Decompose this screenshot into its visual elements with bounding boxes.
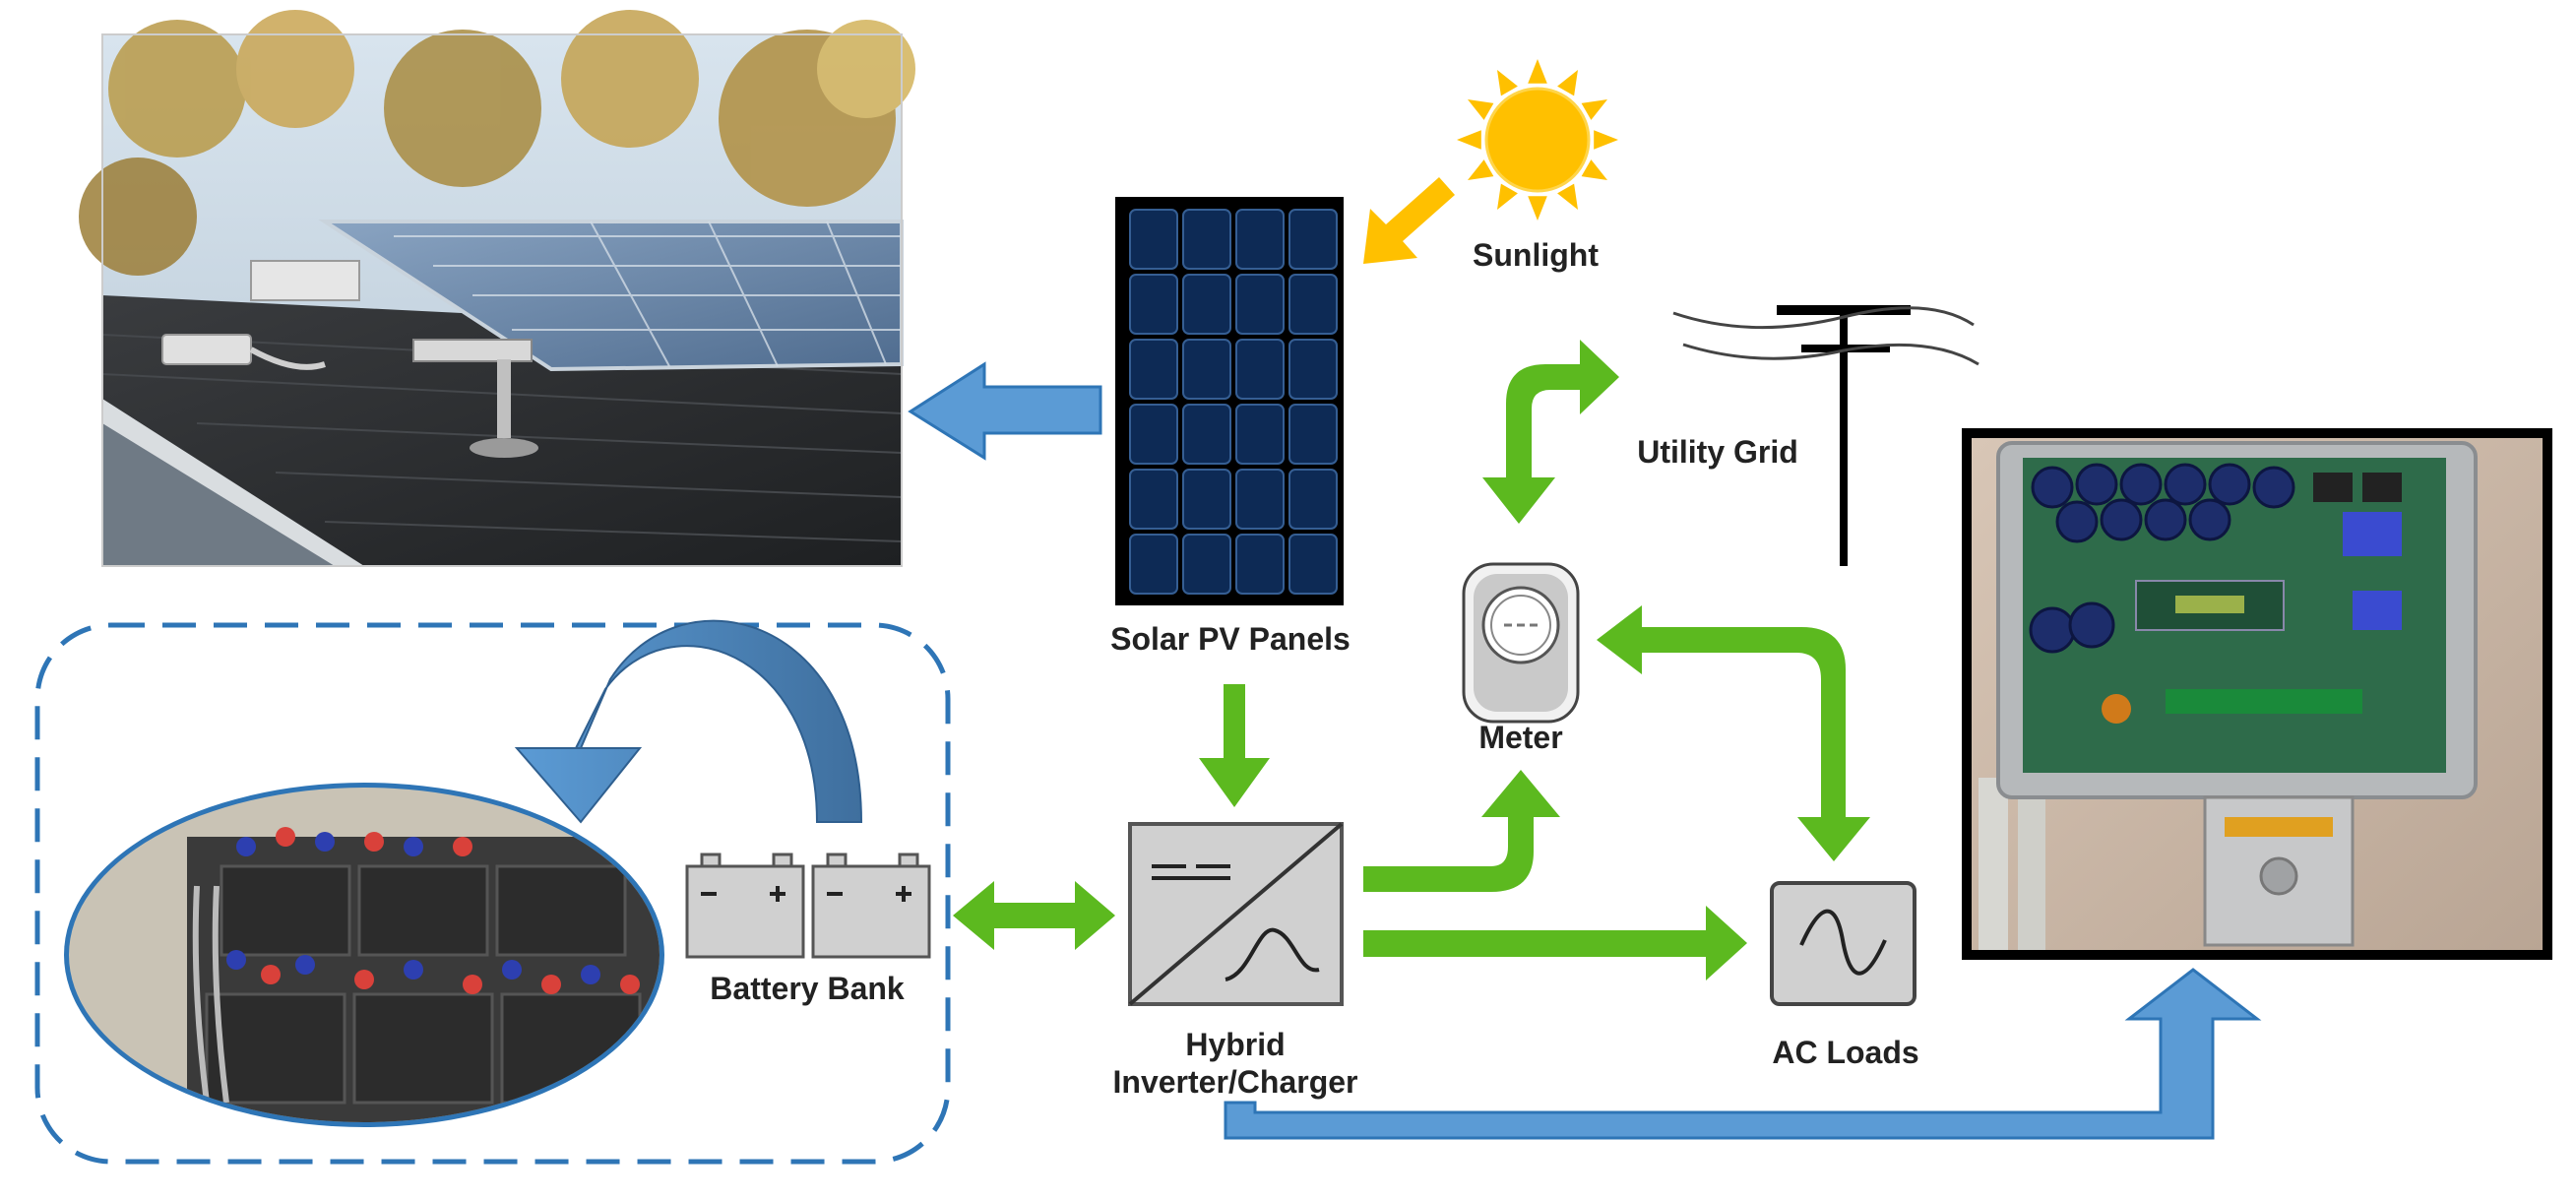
sun-ray xyxy=(1497,70,1518,96)
arrow-inverter-to-meter xyxy=(1363,770,1560,892)
battery-bank-icon xyxy=(685,853,931,959)
sun-ray xyxy=(1468,99,1494,120)
sun-ray xyxy=(1528,59,1547,84)
sun-ray xyxy=(1528,196,1547,221)
solar-cell xyxy=(1235,404,1285,465)
label-inverter-line2: Inverter/Charger xyxy=(1112,1064,1358,1100)
battery-photo-curved-arrow xyxy=(514,619,863,824)
hybrid-inverter-icon xyxy=(1128,822,1344,1006)
solar-cell xyxy=(1129,339,1178,400)
solar-cell xyxy=(1288,274,1338,335)
sun-ray xyxy=(1594,130,1618,150)
rooftop-solar-photo xyxy=(79,10,915,567)
green-flow-arrows xyxy=(953,340,1870,980)
ac-loads-icon xyxy=(1770,881,1916,1006)
solar-cell xyxy=(1235,534,1285,595)
battery-bank-photo xyxy=(64,783,664,1127)
label-sunlight: Sunlight xyxy=(1473,237,1599,273)
arrow-meter-ac-loads xyxy=(1597,605,1870,861)
solar-cell xyxy=(1182,209,1231,270)
solar-cell xyxy=(1235,274,1285,335)
arrow-inverter-to-inverter-photo xyxy=(1224,968,2262,1140)
solar-cell xyxy=(1288,339,1338,400)
arrow-panel-to-inverter xyxy=(1199,684,1270,807)
solar-cell xyxy=(1182,404,1231,465)
solar-cell xyxy=(1182,339,1231,400)
solar-cell xyxy=(1129,404,1178,465)
solar-cell xyxy=(1288,469,1338,530)
solar-cell xyxy=(1129,534,1178,595)
label-battery-bank: Battery Bank xyxy=(710,971,905,1006)
solar-cell xyxy=(1288,209,1338,270)
sun-ray xyxy=(1468,159,1494,180)
blue-flow-arrows xyxy=(908,361,2262,1140)
meter-icon xyxy=(1462,562,1580,724)
solar-cell xyxy=(1182,534,1231,595)
sun-ray xyxy=(1557,70,1578,96)
solar-cell xyxy=(1288,534,1338,595)
arrow-sun-to-panel xyxy=(1363,177,1455,264)
solar-cell xyxy=(1129,209,1178,270)
solar-cell xyxy=(1182,469,1231,530)
solar-cell xyxy=(1235,469,1285,530)
sun-ray xyxy=(1557,183,1578,210)
sun-ray xyxy=(1457,130,1481,150)
sun-icon xyxy=(1457,59,1618,221)
sun-ray xyxy=(1581,99,1607,120)
inverter-interior-photo xyxy=(1962,428,2552,960)
arrow-meter-grid xyxy=(1482,340,1619,524)
solar-cell xyxy=(1129,274,1178,335)
battery-group-border xyxy=(34,622,951,1165)
label-meter: Meter xyxy=(1478,720,1563,755)
arrow-panel-to-rooftop-photo xyxy=(908,361,1102,461)
solar-pv-panel-icon xyxy=(1115,197,1344,605)
sun-ray xyxy=(1497,183,1518,210)
arrow-battery-inverter xyxy=(953,881,1115,950)
solar-cell xyxy=(1182,274,1231,335)
solar-cell xyxy=(1235,339,1285,400)
label-utility-grid: Utility Grid xyxy=(1637,434,1798,470)
label-ac-loads: AC Loads xyxy=(1772,1035,1919,1070)
solar-cell xyxy=(1129,469,1178,530)
utility-pole-icon xyxy=(1672,305,1979,566)
label-solar-pv-panels: Solar PV Panels xyxy=(1110,621,1351,657)
sun-ray xyxy=(1581,159,1607,180)
solar-cell xyxy=(1235,209,1285,270)
solar-cell xyxy=(1288,404,1338,465)
arrow-inverter-to-ac-loads xyxy=(1363,906,1747,980)
label-inverter-line1: Hybrid xyxy=(1185,1027,1286,1062)
